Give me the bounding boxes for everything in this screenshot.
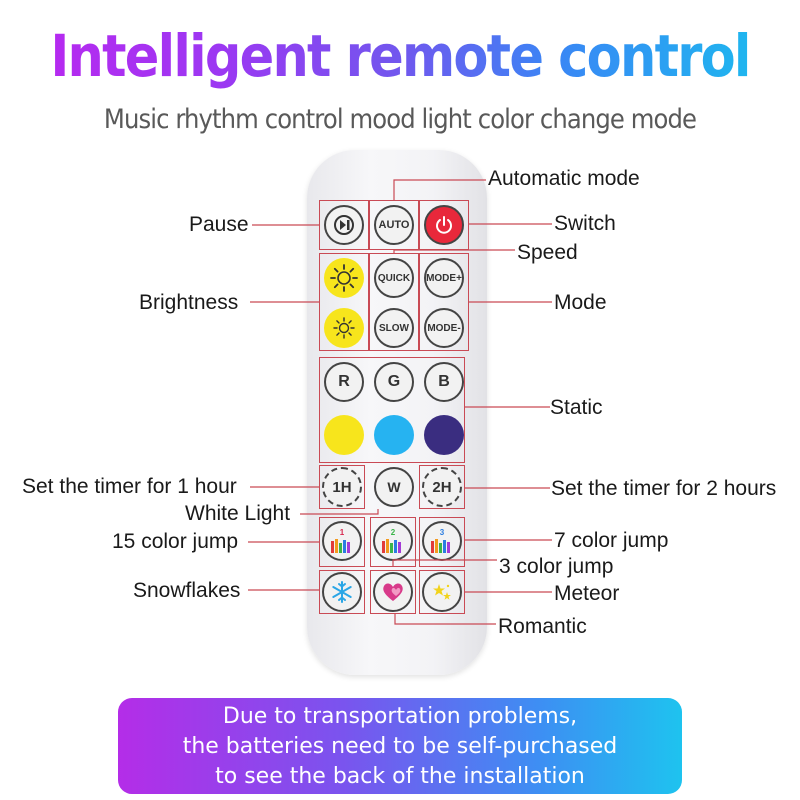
label-color-jump-7: 7 color jump [554,529,669,552]
label-color-jump-3: 3 color jump [499,555,614,578]
play-pause-icon [334,215,354,235]
label-switch: Switch [554,212,616,235]
label-snowflakes: Snowflakes [133,579,241,602]
label-pause: Pause [189,213,249,236]
label-timer-1h: Set the timer for 1 hour [22,475,237,498]
mode-plus-button[interactable]: MODE+ [424,258,464,298]
equalizer-icon [431,539,450,553]
blue-button[interactable]: B [424,362,464,402]
meteor-button[interactable] [422,572,462,612]
frame-jump-7 [419,517,465,567]
color-jump-7-button[interactable]: 3 [422,521,462,561]
frame-meteor [419,570,465,614]
label-color-jump-15: 15 color jump [112,530,239,553]
label-meteor: Meteor [554,582,620,605]
frame-timer-1h [319,465,365,509]
frame-jump-15 [319,517,365,567]
romantic-button[interactable] [373,572,413,612]
frame-mode [419,253,469,351]
auto-button[interactable]: AUTO [374,205,414,245]
sun-small-icon [333,317,355,339]
slow-button[interactable]: SLOW [374,308,414,348]
cyan-color-button[interactable] [374,415,414,455]
power-icon [436,216,452,234]
red-button[interactable]: R [324,362,364,402]
notice-banner [118,698,682,794]
label-timer-2h: Set the timer for 2 hours [551,477,777,500]
purple-color-button[interactable] [424,415,464,455]
equalizer-icon [382,539,401,553]
quick-button[interactable]: QUICK [374,258,414,298]
frame-pause [319,200,369,250]
sun-large-icon [330,264,358,292]
page-subtitle: Music rhythm control mood light color ch… [103,104,697,135]
color-jump-15-button[interactable]: 1 [322,521,362,561]
frame-romantic [370,570,416,614]
label-static: Static [550,396,603,419]
snowflake-icon [332,581,352,603]
banner-line-2: the batteries need to be self-purchased [182,734,618,759]
jump-2-number: 2 [390,528,396,537]
pause-button[interactable] [324,205,364,245]
label-romantic: Romantic [498,615,587,638]
banner-line-3: to see the back of the installation [215,764,585,789]
jump-1-number: 1 [339,528,345,537]
label-brightness: Brightness [139,291,239,314]
page-title: Intelligent remote control [48,22,752,90]
snowflakes-button[interactable] [322,572,362,612]
timer-1h-button[interactable]: 1H [322,467,362,507]
label-white-light: White Light [185,502,291,525]
brightness-down-button[interactable] [324,308,364,348]
brightness-up-button[interactable] [324,258,364,298]
frame-timer-2h [419,465,465,509]
label-automatic-mode: Automatic mode [488,167,640,190]
equalizer-icon [331,539,350,553]
heart-icon [383,583,403,601]
timer-2h-button[interactable]: 2H [422,467,462,507]
frame-static [319,357,465,463]
stars-icon [433,584,451,600]
frame-brightness [319,253,369,351]
timer-1h-text: 1H [332,478,352,496]
color-jump-3-button[interactable]: 2 [373,521,413,561]
frame-snowflake [319,570,365,614]
label-speed: Speed [517,241,578,264]
frame-speed [369,253,419,351]
yellow-color-button[interactable] [324,415,364,455]
white-light-button[interactable]: W [374,467,414,507]
power-button[interactable] [424,205,464,245]
timer-2h-text: 2H [432,478,452,496]
jump-3-number: 3 [439,528,445,537]
label-mode: Mode [554,291,607,314]
mode-minus-button[interactable]: MODE- [424,308,464,348]
banner-line-1: Due to transportation problems, [222,704,578,729]
green-button[interactable]: G [374,362,414,402]
